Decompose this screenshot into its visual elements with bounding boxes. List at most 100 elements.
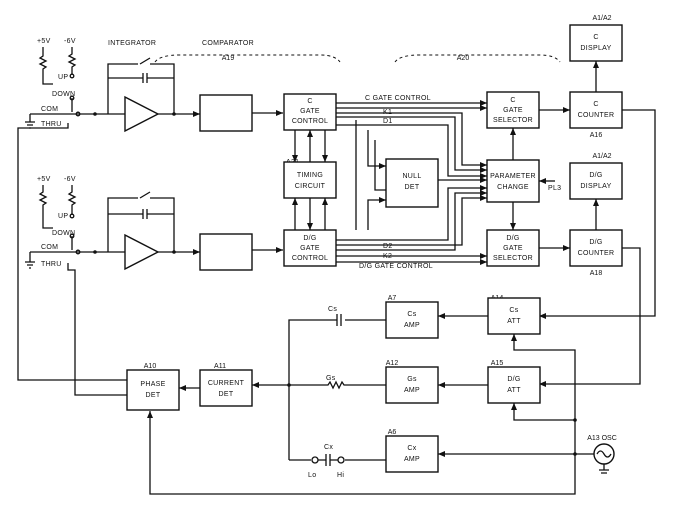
c-gate-selector-line2: GATE: [503, 107, 523, 114]
up-top-label: UP: [58, 74, 68, 81]
dg-att-line1: D/G: [507, 376, 520, 383]
bottom-integrator: [82, 191, 283, 271]
c-display-line1: C: [593, 34, 598, 41]
cs-att-block: [487, 297, 541, 335]
cx-amp-block: [385, 435, 439, 473]
dg-gate-selector-line3: SELECTOR: [493, 255, 533, 262]
gs-amp-line2: AMP: [404, 387, 420, 394]
dg-gate-control-line3: CONTROL: [292, 255, 328, 262]
lo-label: Lo: [308, 472, 316, 479]
cs-amp-block: [385, 301, 439, 339]
top-6v-resistor: [67, 47, 77, 74]
cs-amp-line1: Cs: [407, 311, 416, 318]
dg-gate-selector-line1: D/G: [506, 235, 519, 242]
top-supply-switch: +5V -6V UP DOWN COM THRU: [17, 38, 127, 381]
dg-gate-control-block: [283, 229, 337, 267]
cx-amp-line2: AMP: [404, 456, 420, 463]
dg-counter-block: [569, 229, 623, 267]
c-gate-control-bus-label: C GATE CONTROL: [365, 95, 431, 102]
com-top-label: COM: [41, 106, 58, 113]
dg-display-line1: D/G: [589, 172, 602, 179]
c-gate-selector-line1: C: [510, 97, 515, 104]
timing-links: [292, 130, 328, 230]
up-bot-label: UP: [58, 213, 68, 220]
cs-amp-line2: AMP: [404, 322, 420, 329]
integrator-label: INTEGRATOR: [108, 40, 156, 47]
parameter-change-block: [486, 159, 540, 203]
a6-label: A6: [388, 429, 397, 436]
pl3-label: PL3: [548, 185, 561, 192]
parameter-change-line1: PARAMETER: [490, 173, 536, 180]
comparator-label: COMPARATOR: [202, 40, 254, 47]
dg-bus-lines: D2 K2 D/G GATE CONTROL: [336, 185, 487, 270]
timing-circuit-line1: TIMING: [297, 172, 323, 179]
cx-cap-label: Cx: [324, 444, 333, 451]
a19-bracket: [154, 54, 341, 63]
dg-counter-line2: COUNTER: [578, 250, 615, 257]
dg-att-block: [487, 366, 541, 404]
parameter-change-line2: CHANGE: [497, 184, 529, 191]
dg-display-line2: DISPLAY: [580, 183, 611, 190]
a13-osc-label: A13 OSC: [587, 435, 617, 442]
gs-branch: [289, 380, 386, 390]
dg-gate-control-line1: D/G: [303, 235, 316, 242]
plus5v-top-label: +5V: [37, 38, 51, 45]
d2-label: D2: [383, 243, 393, 250]
a1a2-mid-label: A1/A2: [592, 153, 611, 160]
k2-label: K2: [383, 253, 392, 260]
dg-display-block: [569, 162, 623, 200]
a15-label: A15: [491, 360, 504, 367]
dg-gate-control-bus-label: D/G GATE CONTROL: [359, 263, 433, 270]
a12-label: A12: [386, 360, 399, 367]
c-display-line2: DISPLAY: [580, 45, 611, 52]
a10-label: A10: [144, 363, 157, 370]
a7-label: A7: [388, 295, 397, 302]
a11-label: A11: [214, 363, 226, 370]
null-det-block: [385, 158, 439, 208]
dg-gate-control-line2: GATE: [300, 245, 320, 252]
timing-circuit-block: [283, 161, 337, 199]
dg-gate-selector-line2: GATE: [503, 245, 523, 252]
cs-att-line1: Cs: [509, 307, 518, 314]
phase-det-line2: DET: [146, 392, 161, 399]
c-gate-selector-line3: SELECTOR: [493, 117, 533, 124]
current-det-line2: DET: [219, 391, 234, 398]
c-counter-line2: COUNTER: [578, 112, 615, 119]
phase-det-line1: PHASE: [140, 381, 165, 388]
null-det-line2: DET: [405, 184, 420, 191]
c-counter-line1: C: [593, 101, 598, 108]
thru-top-label: THRU: [41, 121, 62, 128]
null-det-line1: NULL: [402, 173, 421, 180]
cx-amp-line1: Cx: [407, 445, 416, 452]
gs-res-label: Gs: [326, 375, 336, 382]
a20-bracket: [394, 54, 561, 63]
current-det-block: [199, 369, 253, 407]
cs-cap-label: Cs: [328, 306, 337, 313]
d1-label: D1: [383, 118, 393, 125]
current-det-line1: CURRENT: [208, 380, 245, 387]
com-bot-label: COM: [41, 244, 58, 251]
thru-bot-label: THRU: [41, 261, 62, 268]
c-gate-control-line3: CONTROL: [292, 118, 328, 125]
bottom-amplifier-triangle: [124, 233, 160, 271]
a18-label: A18: [590, 270, 603, 277]
bottom-supply-switch: +5V -6V UP DOWN COM THRU: [25, 176, 127, 396]
hi-label: Hi: [337, 472, 344, 479]
c-display-block: [569, 24, 623, 62]
plus5v-bot-label: +5V: [37, 176, 51, 183]
cs-branch: [288, 314, 386, 460]
minus6v-bot-label: -6V: [64, 176, 76, 183]
minus6v-top-label: -6V: [64, 38, 76, 45]
gs-amp-block: [385, 366, 439, 404]
down-top-label: DOWN: [52, 91, 75, 98]
c-counter-block: [569, 91, 623, 129]
top-integrator: INTEGRATOR COMPARATOR: [82, 40, 283, 133]
a1a2-top-label: A1/A2: [592, 15, 611, 22]
dg-att-line2: ATT: [507, 387, 521, 394]
top-comparator-block: [199, 94, 253, 132]
c-gate-control-line1: C: [307, 98, 312, 105]
a19-label: A19: [222, 55, 235, 62]
phase-det-block: [126, 369, 180, 411]
bottom-comparator-block: [199, 233, 253, 271]
